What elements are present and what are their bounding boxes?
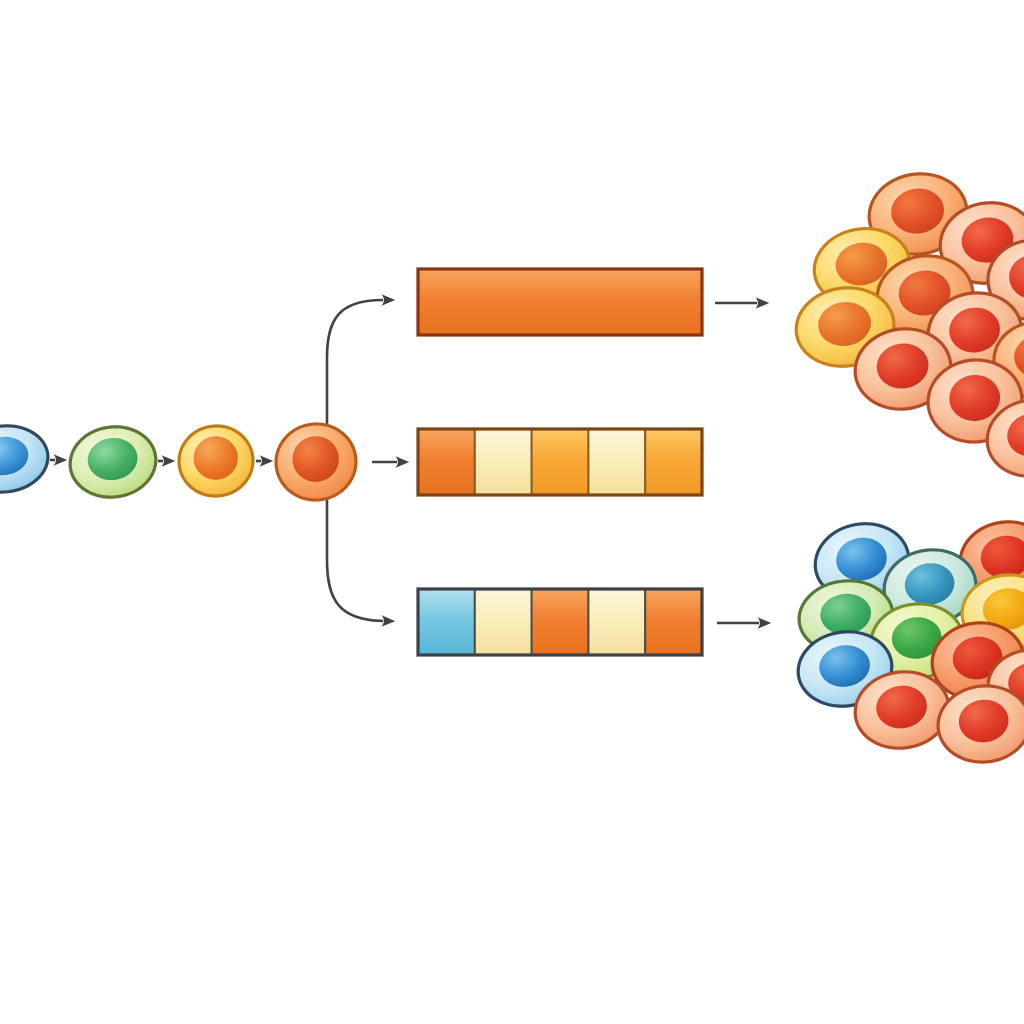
cell-stem-blue [0, 424, 50, 494]
cell-nucleus [949, 375, 1001, 422]
cell-nucleus [1009, 256, 1024, 298]
branch-upper-arrow [325, 294, 396, 462]
genotype-segment-cream [473, 428, 533, 496]
cell-nucleus [958, 699, 1009, 743]
genotype-segment-cream [587, 588, 647, 656]
cell-nucleus [982, 588, 1024, 630]
cell-nucleus [949, 307, 1000, 353]
cell-nucleus [0, 436, 29, 476]
cell-nucleus [904, 563, 955, 605]
cell-nucleus [898, 270, 951, 316]
cell-nucleus [819, 645, 870, 687]
cell-nucleus [1014, 339, 1024, 375]
cell-clu-salmon [936, 684, 1024, 764]
cell-clu-salmon [853, 670, 951, 750]
cell-nucleus [836, 537, 887, 581]
branch-bracket [325, 294, 410, 627]
cell-clu-salmon [853, 327, 953, 411]
genotype-bar-border [416, 427, 704, 497]
genotype-segment-orange [417, 268, 703, 336]
genotype-segment-amber [530, 428, 590, 496]
genotype-segment-cream [587, 428, 647, 496]
genotype-bar-border [416, 587, 704, 657]
cell-nucleus [980, 535, 1024, 579]
genotype-segment-orange [644, 588, 704, 656]
genotype-bar-border [416, 267, 704, 337]
cell-nucleus [891, 188, 944, 234]
cell-progression-chain [0, 422, 358, 502]
cell-nucleus [292, 436, 339, 482]
cell-clu-orangered [958, 520, 1024, 600]
homogeneous-cell-cluster [794, 172, 1024, 478]
cell-prog-yellow [177, 424, 255, 498]
genotype-segment-blue [417, 588, 476, 656]
cell-nucleus [820, 593, 872, 635]
genotype-segment-amber [644, 428, 704, 496]
genotype-bar-top [416, 267, 704, 337]
cell-clu-salmon [985, 398, 1024, 478]
cell-nucleus [952, 636, 1003, 680]
cell-nucleus [193, 436, 238, 480]
cell-nucleus [835, 242, 888, 286]
genotype-segment-orange [417, 428, 476, 496]
cell-prog-orange [274, 422, 358, 502]
heterogeneous-cell-cluster [796, 520, 1024, 764]
cell-nucleus [1007, 413, 1024, 457]
cell-body [985, 398, 1024, 478]
genotype-segment-cream [473, 588, 533, 656]
cell-nucleus [876, 343, 929, 389]
cell-nucleus [87, 437, 138, 481]
genotype-segment-orange [530, 588, 590, 656]
genotype-bar-middle [416, 427, 704, 497]
cell-prog-green [68, 425, 158, 499]
genotype-bar-bottom [416, 587, 704, 657]
branch-lower-arrow [325, 462, 396, 627]
cell-nucleus [891, 617, 942, 659]
cell-nucleus [818, 302, 871, 346]
cell-nucleus [876, 685, 927, 729]
